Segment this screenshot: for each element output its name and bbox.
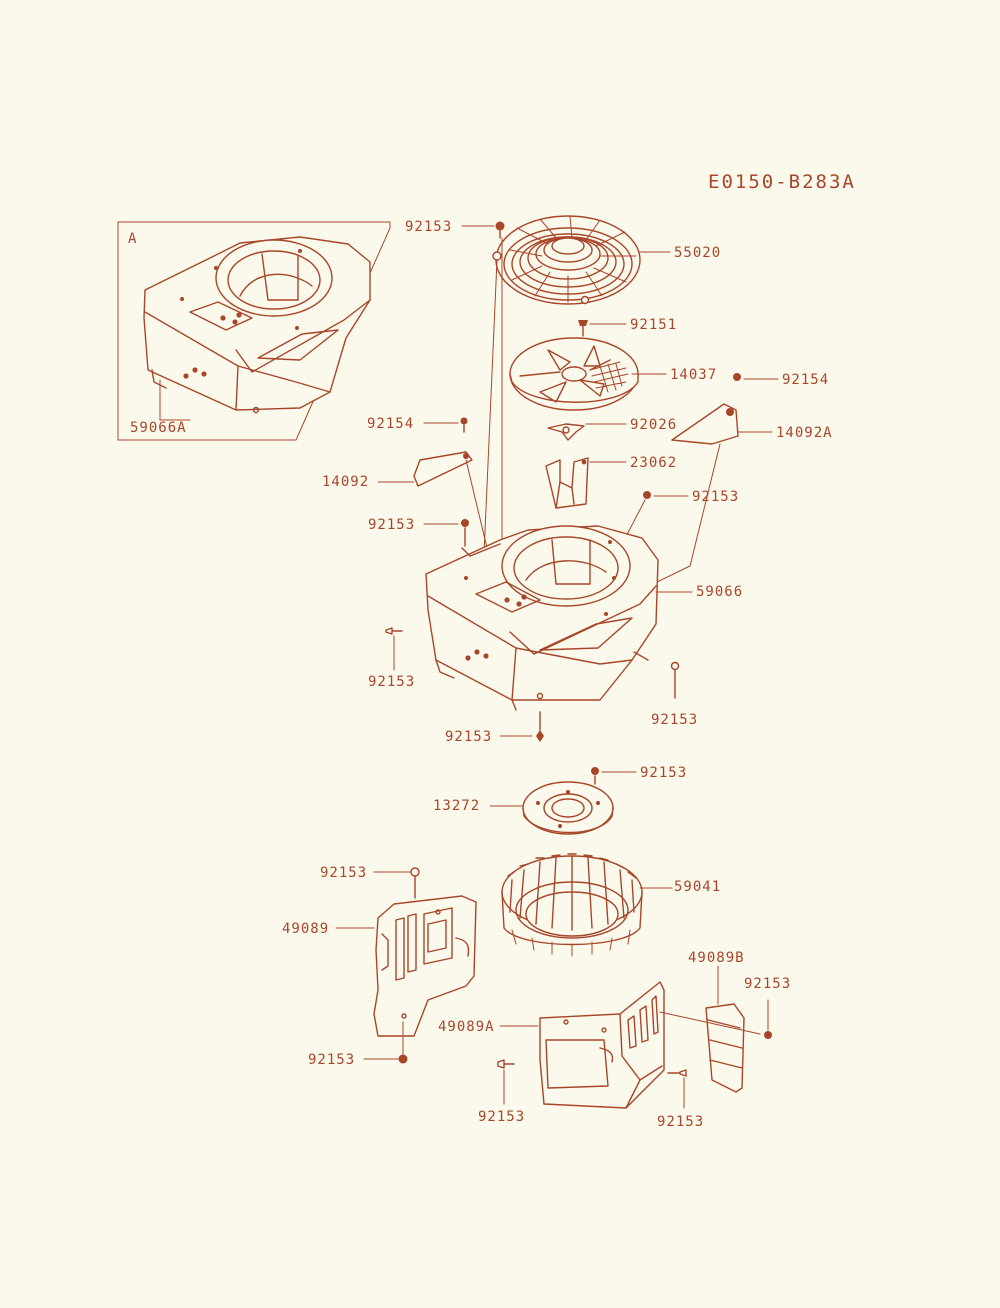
bolt-92153-housing-top-right [643,491,651,499]
label-13272: 13272 [433,798,480,814]
blower-housing-59066 [425,525,659,711]
cooling-fan-14037 [509,337,639,411]
label-59041: 59041 [674,879,721,895]
label-92153-cover-bottom: 92153 [308,1052,355,1068]
diagram-code: E0150-B283A [708,171,856,193]
label-92154-right: 92154 [782,372,829,388]
bolt-92153-cover-bottom [398,1021,408,1064]
bolt-92153-housing-top-left [461,519,469,547]
plate-13272 [522,781,614,835]
label-49089: 49089 [282,921,329,937]
label-92153-housing-right: 92153 [651,712,698,728]
label-92153-cover-top: 92153 [320,865,367,881]
label-59066: 59066 [696,584,743,600]
bolt-92153-cover-top [410,867,420,899]
inset-a: A 59066A [117,221,391,441]
label-92153-housing-bottom: 92153 [445,729,492,745]
cylinder-cover-49089 [373,895,477,1037]
label-92154-left: 92154 [367,416,414,432]
baffle-14092 [413,451,473,487]
leader-49089b-bolt-axis [659,1011,761,1035]
label-23062: 23062 [630,455,677,471]
bolt-92153-lower-left [497,1059,515,1069]
bolt-92153-plate [591,767,599,785]
label-14037: 14037 [670,367,717,383]
bolt-92154-right [733,373,741,381]
label-92153-plate: 92153 [640,765,687,781]
bracket-23062 [545,457,589,509]
label-49089b: 49089B [688,950,745,966]
label-92151: 92151 [630,317,677,333]
bolt-92153-side-cover [764,1031,772,1039]
rotating-screen-55020 [492,215,641,305]
label-92153-top: 92153 [405,219,452,235]
inset-letter: A [128,231,137,247]
label-92153-housing-top-left: 92153 [368,517,415,533]
label-55020: 55020 [674,245,721,261]
fan-ring-59041 [501,853,643,957]
label-92153-lower-left: 92153 [478,1109,525,1125]
label-59066a: 59066A [130,420,187,436]
bolt-92153-lower-right [667,1069,687,1077]
bolt-92153-top [495,221,505,239]
shroud-59066a [143,236,371,414]
leader-59066a [159,379,191,421]
spring-washer-92026 [547,423,585,441]
label-92153-lower-right: 92153 [657,1114,704,1130]
leader-14092-to-housing [465,459,489,553]
bolt-92153-housing-bottom [536,711,544,742]
bolt-92153-housing-right [670,661,680,699]
label-92153-housing-top-right: 92153 [692,489,739,505]
label-14092a: 14092A [776,425,833,441]
bolt-92153-housing-left [385,627,403,635]
label-92153-side-cover: 92153 [744,976,791,992]
bolt-92154-left [460,417,468,433]
cylinder-cover-49089b [705,1003,745,1093]
label-14092: 14092 [322,474,369,490]
cylinder-cover-49089a [539,981,665,1109]
label-92153-housing-left: 92153 [368,674,415,690]
bolt-92151 [578,320,588,337]
label-92026: 92026 [630,417,677,433]
label-49089a: 49089A [438,1019,495,1035]
baffle-14092a [671,403,739,445]
leader-screen-to-housing [483,259,498,555]
